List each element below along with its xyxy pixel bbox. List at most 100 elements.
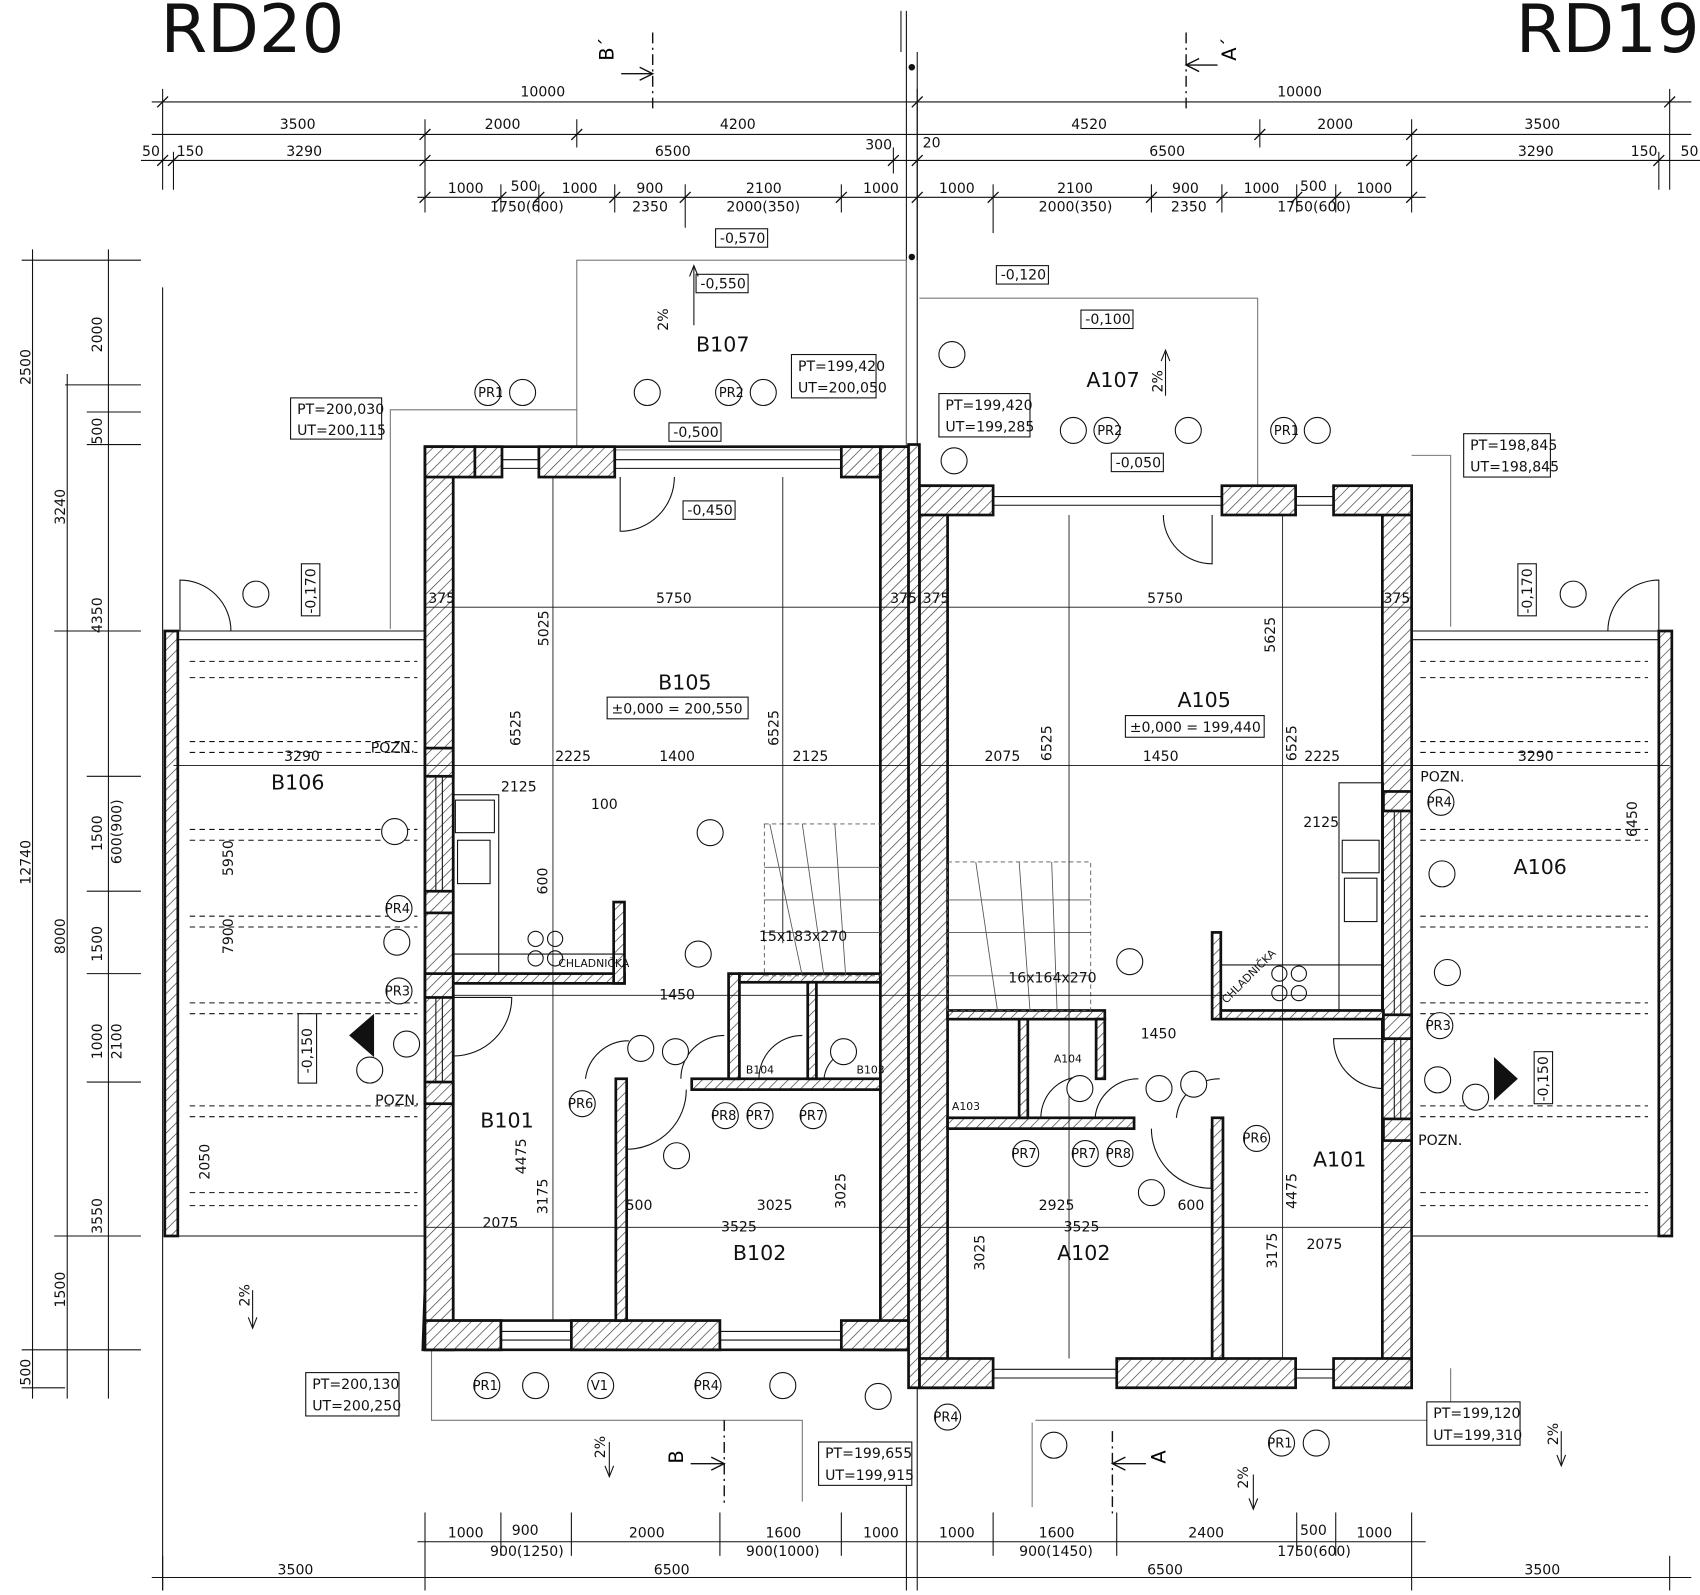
d-2225-rd19: 2225 xyxy=(1304,749,1340,765)
dim-bottom-2400: 2400 xyxy=(1188,1525,1224,1541)
dim-left-2500: 2500 xyxy=(18,349,34,385)
dim-top-2350-right: 2350 xyxy=(1171,199,1207,215)
dim-bottom-1000-d: 1000 xyxy=(1356,1525,1392,1541)
dim-top-900-a: 900 xyxy=(636,181,663,197)
dim-left-2000: 2000 xyxy=(90,316,106,352)
d-2925: 2925 xyxy=(1039,1198,1075,1214)
dim-bottom-3500-left: 3500 xyxy=(278,1562,314,1578)
marker-pr7-b: PR7 xyxy=(799,1109,824,1124)
dim-left-1500-a: 1500 xyxy=(90,815,106,851)
d-1450-rd19: 1450 xyxy=(1143,749,1179,765)
dim-top-300: 300 xyxy=(865,138,892,154)
d-3025-a102-v: 3025 xyxy=(972,1235,988,1271)
level-0570: -0,570 xyxy=(720,231,765,247)
d-4475-left: 4475 xyxy=(514,1138,530,1174)
dim-top-50-right: 50 xyxy=(1681,144,1699,160)
dim-bottom-1000-a: 1000 xyxy=(448,1525,484,1541)
dim-top-3500-right: 3500 xyxy=(1524,117,1560,133)
d-3290-left: 3290 xyxy=(284,749,320,765)
marker-pr1-b: PR1 xyxy=(1274,424,1299,439)
d-3525-b102: 3525 xyxy=(721,1220,757,1236)
slope-b107: 2% xyxy=(656,308,672,330)
pt-200130: PT=200,130 xyxy=(312,1377,399,1393)
marker-pr7-c: PR7 xyxy=(1012,1147,1037,1162)
dim-top-2350-left: 2350 xyxy=(632,199,668,215)
room-b107: B107 xyxy=(696,332,749,356)
d-6525-d: 6525 xyxy=(1285,725,1301,761)
left-dimension-lines xyxy=(21,249,164,1591)
d-2075-rd19: 2075 xyxy=(984,749,1020,765)
dim-left-500: 500 xyxy=(90,418,106,445)
marker-pr4-b: PR4 xyxy=(1427,796,1452,811)
room-a101: A101 xyxy=(1313,1148,1366,1172)
dim-top-2000-350-left: 2000(350) xyxy=(726,199,800,215)
interior-dim-lines xyxy=(173,477,1670,1359)
marker-pr1-c: PR1 xyxy=(473,1379,498,1394)
dim-left-4350: 4350 xyxy=(90,597,106,633)
d-6450: 6450 xyxy=(1625,801,1641,837)
pt-199420-b: PT=199,420 xyxy=(945,398,1032,414)
marker-texts: PR1 PR2 PR2 PR1 PR4 PR3 PR6 PR8 PR7 PR7 … xyxy=(385,386,1452,1452)
dim-bottom-6500-left: 6500 xyxy=(654,1562,690,1578)
dim-top-1000-e: 1000 xyxy=(1244,181,1280,197)
ut-199915: UT=199,915 xyxy=(825,1468,914,1484)
carport-walls xyxy=(163,629,1674,1238)
room-a107: A107 xyxy=(1086,368,1139,392)
pt-199120: PT=199,120 xyxy=(1433,1406,1520,1422)
ut-200250: UT=200,250 xyxy=(312,1399,401,1415)
marker-pr7-a: PR7 xyxy=(746,1109,771,1124)
stair-spec-right: 16x164x270 xyxy=(1008,970,1096,986)
dim-left-1000: 1000 xyxy=(90,1023,106,1059)
dim-left-3550: 3550 xyxy=(90,1198,106,1234)
room-a106: A106 xyxy=(1514,855,1567,879)
room-b104: B104 xyxy=(746,1063,774,1076)
marker-pr3-a: PR3 xyxy=(385,984,410,999)
pt-198845: PT=198,845 xyxy=(1470,438,1557,454)
dim-top-150-left: 150 xyxy=(177,144,204,160)
d-375-c: 375 xyxy=(923,591,950,607)
dim-top-3500-left: 3500 xyxy=(280,117,316,133)
room-a105: A105 xyxy=(1177,688,1230,712)
marker-pr8-a: PR8 xyxy=(711,1109,736,1124)
dim-top-3290-right: 3290 xyxy=(1518,144,1554,160)
zero-level-rd20: ±0,000 = 200,550 xyxy=(611,701,742,717)
marker-pr4-a: PR4 xyxy=(385,902,410,917)
dim-top-900-b: 900 xyxy=(1172,181,1199,197)
dim-top-1000-b: 1000 xyxy=(562,181,598,197)
dim-top-6500-right: 6500 xyxy=(1149,144,1185,160)
dim-top-1000-d: 1000 xyxy=(939,181,975,197)
marker-pr6-a: PR6 xyxy=(568,1097,593,1112)
pt-199420-a: PT=199,420 xyxy=(798,359,885,375)
d-2075-b101: 2075 xyxy=(482,1215,518,1231)
level-0550: -0,550 xyxy=(700,276,745,292)
d-375-d: 375 xyxy=(1383,591,1410,607)
pt-200030: PT=200,030 xyxy=(297,402,384,418)
room-b105: B105 xyxy=(658,671,711,695)
marker-pr7-d: PR7 xyxy=(1071,1147,1096,1162)
terrace-outlines xyxy=(389,259,1452,1508)
d-375-a: 375 xyxy=(428,591,455,607)
d-2125-top: 2125 xyxy=(793,749,829,765)
stairs xyxy=(763,823,1092,1011)
title-left: RD20 xyxy=(160,0,344,68)
level-0500: -0,500 xyxy=(673,425,718,441)
d-3025-b102: 3025 xyxy=(757,1198,793,1214)
d-5625: 5625 xyxy=(1263,617,1279,653)
dim-left-2050: 2050 xyxy=(197,1144,213,1180)
slope-arrows xyxy=(247,264,1567,1511)
d-6525-a: 6525 xyxy=(508,710,524,746)
section-label-b: B xyxy=(665,1450,688,1463)
dim-bottom-3500-right: 3500 xyxy=(1524,1562,1560,1578)
pozn-b101: POZN. xyxy=(375,1093,419,1109)
room-a103: A103 xyxy=(952,1100,980,1113)
dim-top-1750-left: 1750(600) xyxy=(490,199,564,215)
dim-left-500-bottom: 500 xyxy=(18,1359,34,1386)
d-500-b102: 500 xyxy=(626,1198,653,1214)
chladnicka-right: CHLADNIČKA xyxy=(1219,946,1279,1006)
dim-top-2100-a: 2100 xyxy=(746,181,782,197)
dim-top-1000-c: 1000 xyxy=(863,181,899,197)
d-375-b: 375 xyxy=(890,591,917,607)
dim-top-6500-left: 6500 xyxy=(655,144,691,160)
room-b103: B103 xyxy=(857,1063,885,1076)
